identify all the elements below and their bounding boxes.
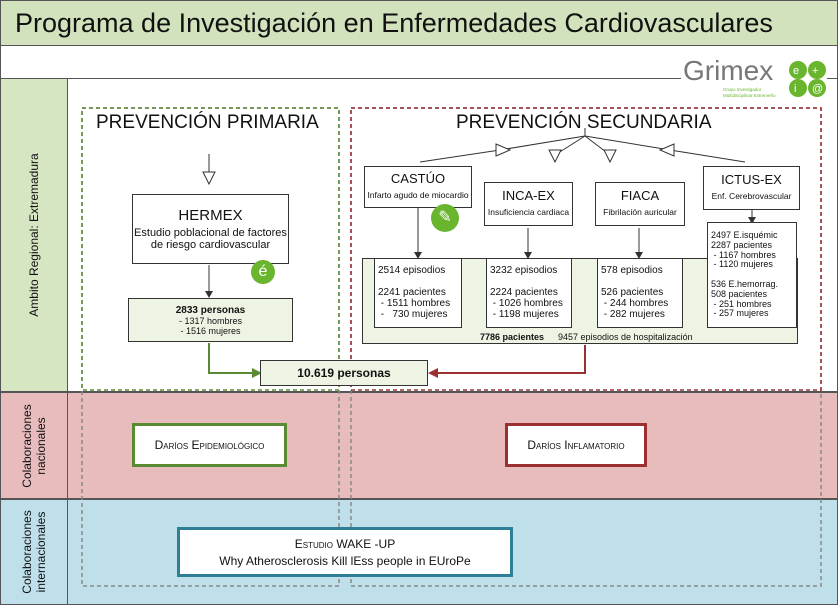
svg-text:+: + <box>812 65 818 77</box>
stats-ictus-ex: 2497 E.isquémic 2287 pacientes - 1167 ho… <box>707 222 797 328</box>
svg-text:i: i <box>794 83 796 95</box>
heading-primaria: PREVENCIÓN PRIMARIA <box>96 112 319 133</box>
darios-epidemiologico-box: Daríos Epidemiológico <box>132 423 287 467</box>
row-label-regional: Ambito Regional: Extremadura <box>27 153 41 317</box>
grimex-logo: Grimex e + i @ Grupo Investigador Multid… <box>681 50 827 102</box>
pen-badge-icon: ✎ <box>431 204 459 232</box>
episodios-total: 9457 episodios de hospitalización <box>558 332 693 342</box>
row-label-internacional: Colaboraciones internacionales <box>20 510 48 594</box>
svg-text:@: @ <box>812 83 823 95</box>
wake-up-box: Estudio WAKE -UP Why Atherosclerosis Kil… <box>177 527 513 577</box>
row-label-nacional: Colaboraciones nacionales <box>20 403 48 488</box>
heading-secundaria: PREVENCIÓN SECUNDARIA <box>456 112 712 133</box>
primaria-totals-box: 2833 personas - 1317 hombres - 1516 muje… <box>128 298 293 342</box>
svg-text:Grimex: Grimex <box>683 55 773 86</box>
row-nacional: Colaboraciones nacionales <box>0 392 838 499</box>
total-personas: 10.619 personas <box>260 360 428 386</box>
darios-inflamatorio-box: Daríos Inflamatorio <box>505 423 647 467</box>
page-title: Programa de Investigación en Enfermedade… <box>0 0 838 46</box>
svg-text:Grupo Investigador: Grupo Investigador <box>723 87 762 92</box>
stats-castuo: 2514 episodios 2241 pacientes - 1511 hom… <box>374 258 462 328</box>
hermex-box: HERMEX Estudio poblacional de factores d… <box>132 194 289 264</box>
study-ictus-ex: ICTUS-EX Enf. Cerebrovascular <box>703 166 800 210</box>
study-castuo: CASTÚO Infarto agudo de miocardio <box>364 166 472 208</box>
stats-fiaca: 578 episodios 526 pacientes - 244 hombre… <box>597 258 683 328</box>
svg-text:e: e <box>793 65 799 77</box>
study-inca-ex: INCA-EX Insuficiencia cardiaca <box>484 182 573 226</box>
e-badge-icon: é <box>251 260 275 284</box>
pacientes-total: 7786 pacientes <box>480 332 545 342</box>
stats-inca-ex: 3232 episodios 2224 pacientes - 1026 hom… <box>486 258 572 328</box>
svg-text:Multidisciplinar Extremeño: Multidisciplinar Extremeño <box>723 93 776 98</box>
study-fiaca: FIACA Fibrilación auricular <box>595 182 685 226</box>
